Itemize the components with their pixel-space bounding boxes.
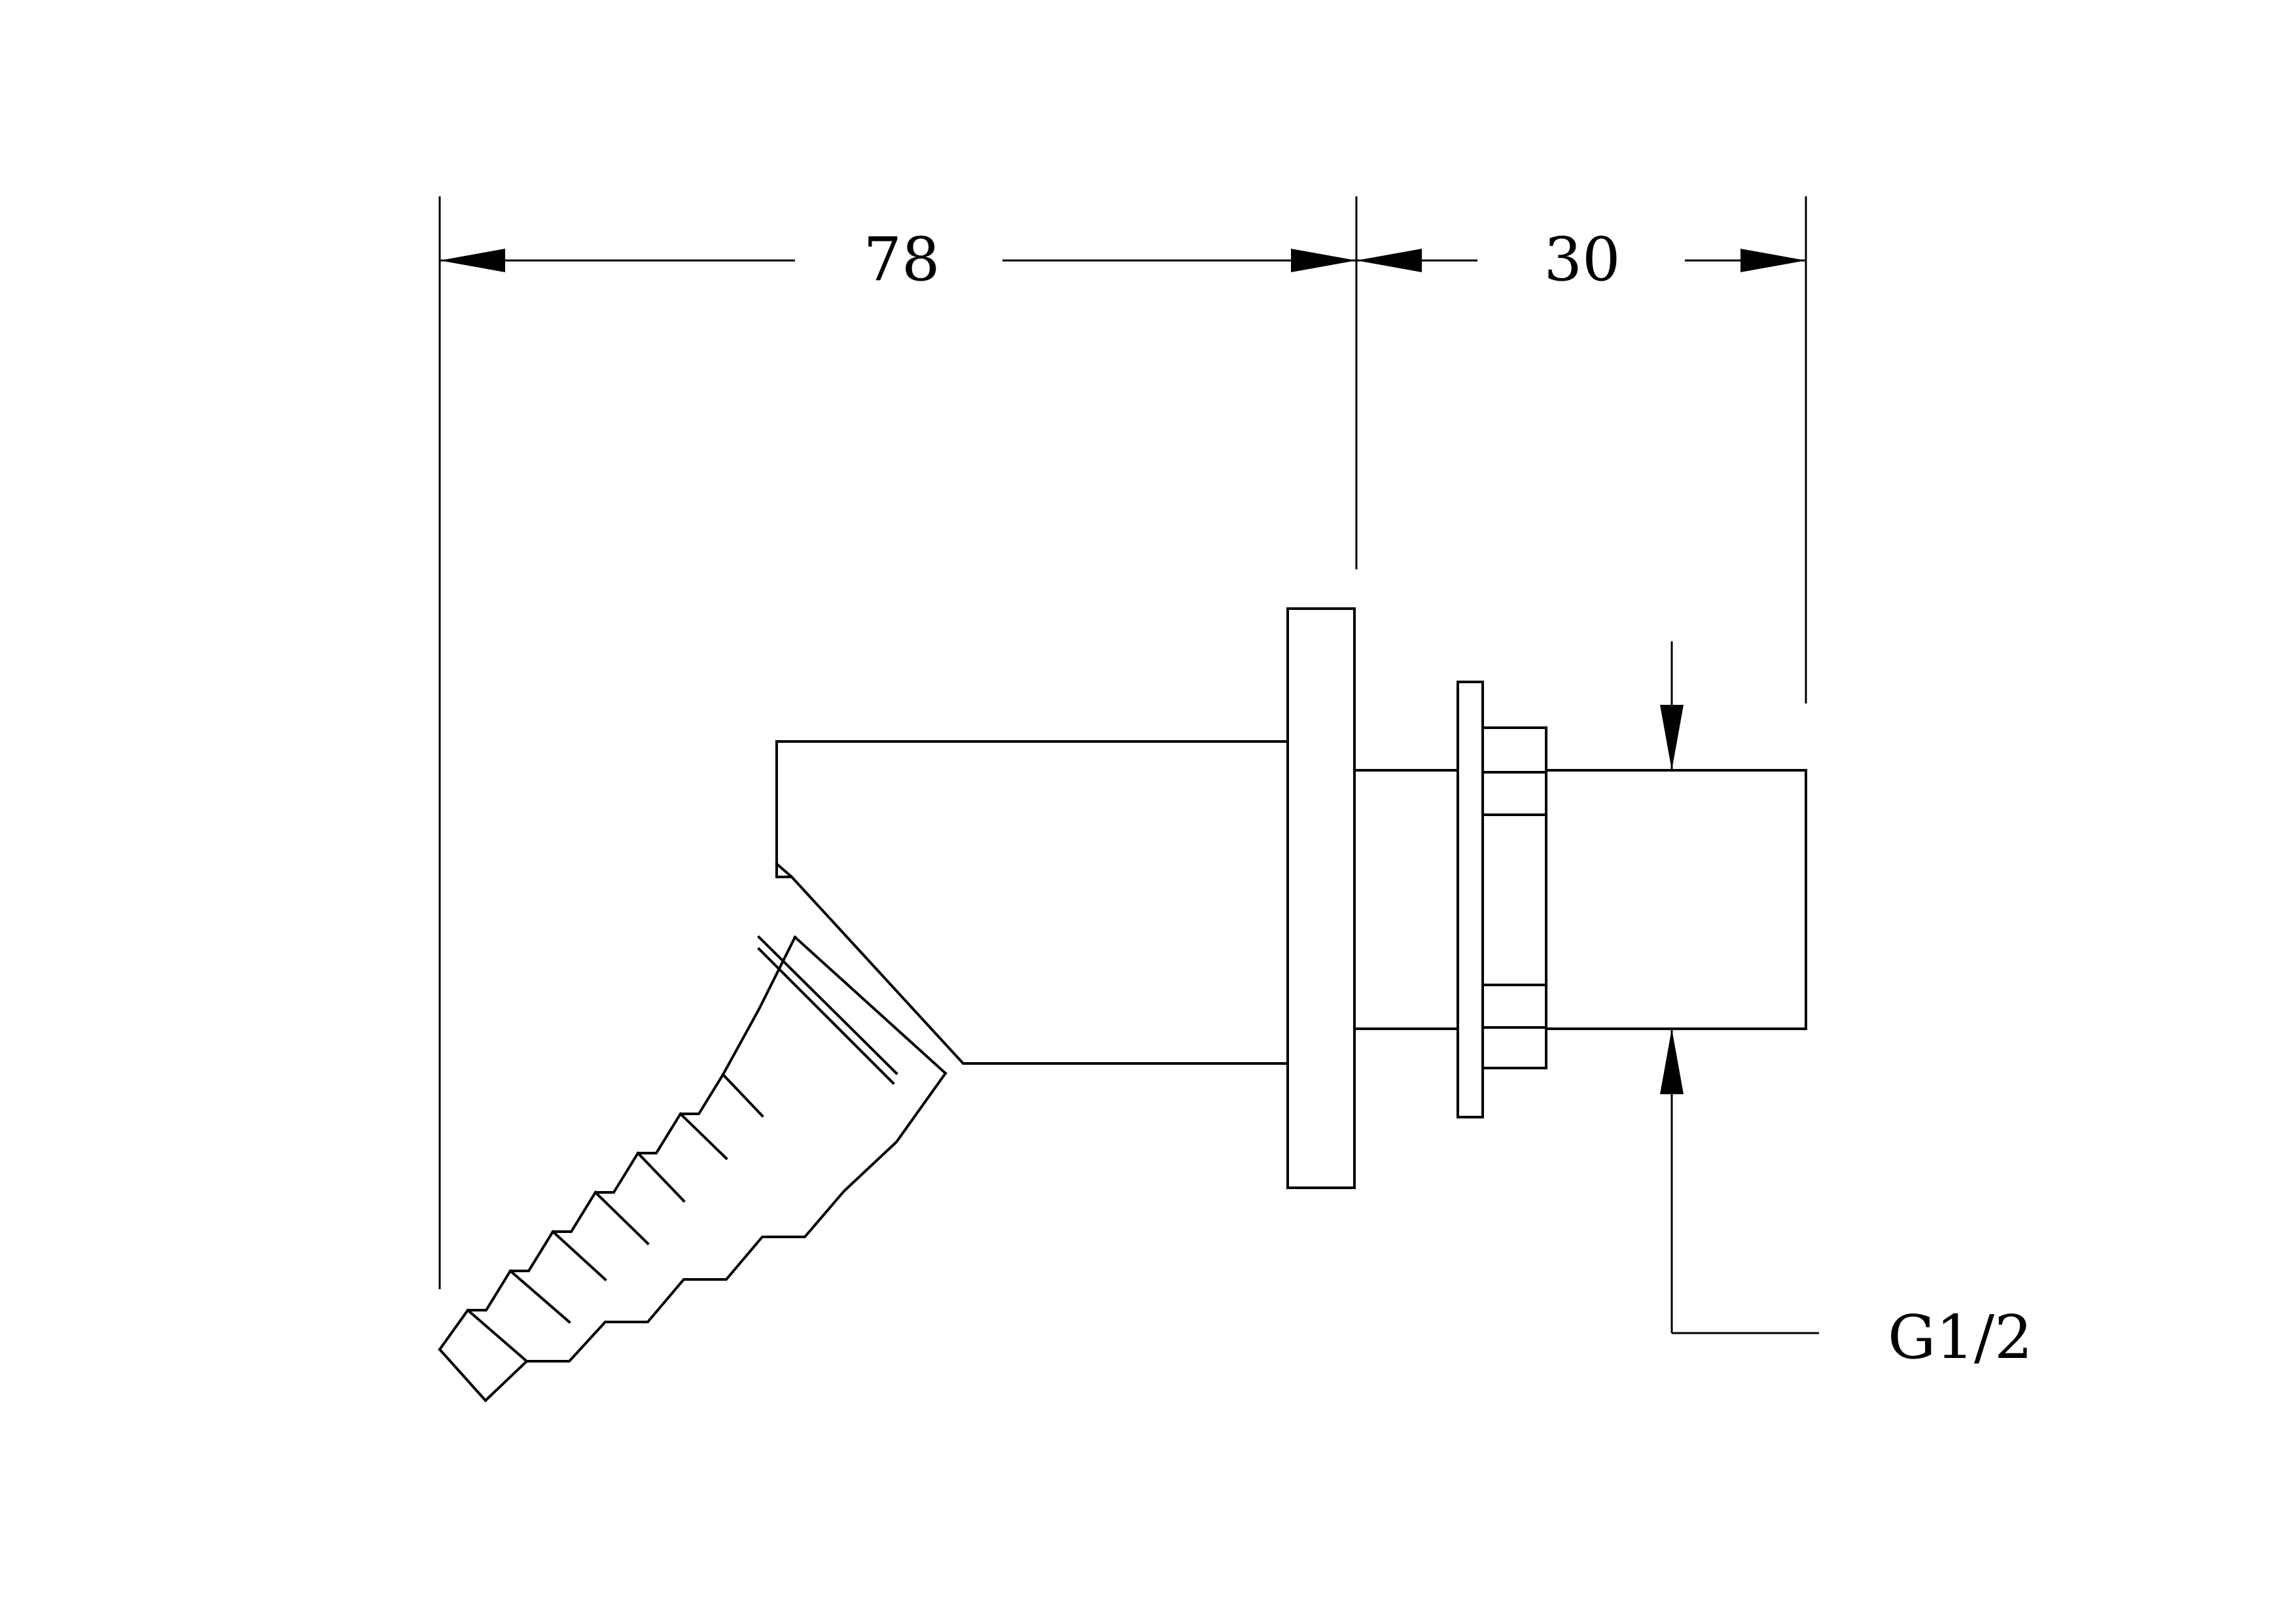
lock-nut [1481,726,1547,1069]
body-block [775,740,1289,1065]
dimension-thread-length: 30 [1356,196,1807,704]
dimension-overall-length: 78 [438,196,1358,1289]
callout-arrowhead-bottom [1660,1029,1684,1094]
body-neck [1353,769,1459,1030]
fitting-body [438,607,1807,1402]
barb-ring-8 [721,1073,764,1118]
mounting-flange [1286,607,1356,1189]
barb-outline-upper [438,935,797,1351]
barb-ring-6 [636,1151,686,1203]
barb-collar-base [793,935,947,1075]
callout-arrowhead-top [1660,705,1684,770]
barb-ring-2 [466,1308,529,1363]
arrowhead-30-left [1356,249,1422,272]
barb-ring-1 [438,1347,487,1402]
hose-barb [438,935,947,1402]
arrowhead-78-right [1291,249,1356,272]
barb-outline-lower [484,1071,947,1402]
threaded-shank [1545,769,1807,1030]
thread-callout: G1/2 [1660,641,2033,1372]
barb-collar-upper [757,935,898,1075]
dimension-label-overall-length: 78 [863,224,940,294]
barb-ring-7 [679,1112,728,1160]
body-chamfer [775,862,794,879]
barb-ring-5 [593,1190,650,1245]
dimension-label-thread-length: 30 [1544,224,1620,294]
arrowhead-78-left [440,249,505,272]
washer [1457,681,1484,1118]
thread-size-label: G1/2 [1888,1302,2033,1372]
barb-ring-4 [551,1230,607,1281]
barb-ring-3 [508,1269,571,1324]
barb-collar-lower [757,947,895,1085]
arrowhead-30-right [1740,249,1806,272]
